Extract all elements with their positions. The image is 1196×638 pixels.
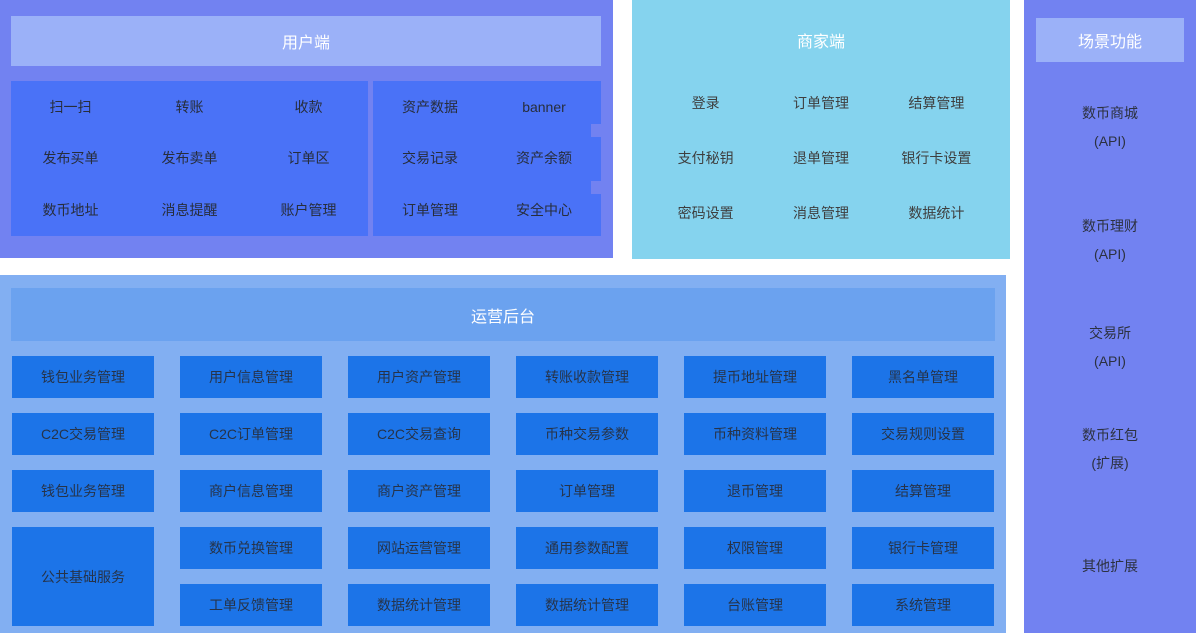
ops-button[interactable]: 商户资产管理 xyxy=(348,470,490,512)
ops-button[interactable]: 转账收款管理 xyxy=(516,356,658,398)
scenario-item-line2: (扩展) xyxy=(1091,455,1129,471)
ops-button[interactable]: 工单反馈管理 xyxy=(180,584,322,626)
ops-button[interactable]: C2C订单管理 xyxy=(180,413,322,455)
merchant-feature-item: 退单管理 xyxy=(792,149,849,166)
user-feature-item: 订单区 xyxy=(287,150,330,167)
ops-button[interactable]: 数币兑换管理 xyxy=(180,527,322,569)
panel-notch xyxy=(591,124,601,137)
ops-button[interactable]: 币种资料管理 xyxy=(684,413,826,455)
user-feature-item: banner xyxy=(522,98,566,115)
merchant-panel: 商家端 登录 订单管理 结算管理 支付秘钥 退单管理 银行卡设置 密码设置 消息… xyxy=(632,0,1010,259)
ops-button[interactable]: C2C交易管理 xyxy=(12,413,154,455)
user-feature-item: 资产余额 xyxy=(516,150,572,167)
ops-button[interactable]: 网站运营管理 xyxy=(348,527,490,569)
ops-button[interactable]: 订单管理 xyxy=(516,470,658,512)
ops-button[interactable]: 数据统计管理 xyxy=(516,584,658,626)
ops-button[interactable]: 退币管理 xyxy=(684,470,826,512)
user-feature-item: 转账 xyxy=(175,98,204,115)
merchant-feature-item: 登录 xyxy=(691,95,720,112)
ops-button[interactable]: 系统管理 xyxy=(852,584,994,626)
scenario-item: 数币红包 (扩展) xyxy=(1024,421,1196,477)
scenario-item-line1: 数币商城 xyxy=(1082,105,1138,121)
ops-button[interactable]: 交易规则设置 xyxy=(852,413,994,455)
scenario-item-line1: 交易所 xyxy=(1089,325,1131,341)
merchant-feature-item: 银行卡设置 xyxy=(901,149,972,166)
merchant-feature-grid: 登录 订单管理 结算管理 支付秘钥 退单管理 银行卡设置 密码设置 消息管理 数… xyxy=(648,76,994,240)
merchant-feature-item: 密码设置 xyxy=(677,204,734,221)
ops-button[interactable]: 通用参数配置 xyxy=(516,527,658,569)
merchant-feature-item: 消息管理 xyxy=(792,204,849,221)
scenario-item-line1: 数币理财 xyxy=(1082,218,1138,234)
ops-button[interactable]: 提币地址管理 xyxy=(684,356,826,398)
ops-button[interactable]: 钱包业务管理 xyxy=(12,356,154,398)
ops-panel-header: 运营后台 xyxy=(11,288,995,341)
user-feature-group-1: 扫一扫 转账 收款 发布买单 发布卖单 订单区 数币地址 消息提醒 账户管理 xyxy=(11,81,368,236)
ops-button[interactable]: 用户资产管理 xyxy=(348,356,490,398)
scenario-item-line1: 数币红包 xyxy=(1082,427,1138,443)
user-feature-item: 收款 xyxy=(294,98,323,115)
ops-button[interactable]: 台账管理 xyxy=(684,584,826,626)
ops-button[interactable]: 用户信息管理 xyxy=(180,356,322,398)
scenario-item: 交易所 (API) xyxy=(1024,319,1196,375)
scenario-panel-title: 场景功能 xyxy=(1077,34,1142,51)
scenario-item: 其他扩展 xyxy=(1024,552,1196,580)
scenario-item-line2: (API) xyxy=(1094,133,1126,149)
user-feature-item: 发布买单 xyxy=(42,150,99,167)
user-feature-item: 资产数据 xyxy=(402,98,458,115)
user-panel-header: 用户端 xyxy=(11,16,601,66)
ops-button-grid: 钱包业务管理 用户信息管理 用户资产管理 转账收款管理 提币地址管理 黑名单管理… xyxy=(12,356,994,626)
user-panel-title: 用户端 xyxy=(281,35,330,52)
ops-panel: 运营后台 钱包业务管理 用户信息管理 用户资产管理 转账收款管理 提币地址管理 … xyxy=(0,275,1006,633)
merchant-feature-item: 结算管理 xyxy=(908,95,965,112)
ops-button[interactable]: 黑名单管理 xyxy=(852,356,994,398)
ops-button[interactable]: 银行卡管理 xyxy=(852,527,994,569)
user-feature-item: 数币地址 xyxy=(42,202,99,219)
user-feature-item: 发布卖单 xyxy=(161,150,218,167)
user-feature-item: 订单管理 xyxy=(402,202,458,219)
ops-button-tall[interactable]: 公共基础服务 xyxy=(12,527,154,626)
scenario-item-line1: 其他扩展 xyxy=(1082,558,1138,574)
ops-button[interactable]: C2C交易查询 xyxy=(348,413,490,455)
user-feature-item: 交易记录 xyxy=(402,150,458,167)
ops-button[interactable]: 币种交易参数 xyxy=(516,413,658,455)
ops-button[interactable]: 权限管理 xyxy=(684,527,826,569)
scenario-item: 数币理财 (API) xyxy=(1024,212,1196,268)
user-feature-item: 消息提醒 xyxy=(161,202,218,219)
ops-button[interactable]: 钱包业务管理 xyxy=(12,470,154,512)
ops-button[interactable]: 商户信息管理 xyxy=(180,470,322,512)
scenario-panel-header: 场景功能 xyxy=(1036,18,1184,62)
user-panel: 用户端 扫一扫 转账 收款 发布买单 发布卖单 订单区 数币地址 消息提醒 账户… xyxy=(0,0,613,258)
panel-notch xyxy=(591,181,601,194)
ops-button[interactable]: 数据统计管理 xyxy=(348,584,490,626)
scenario-item-line2: (API) xyxy=(1094,246,1126,262)
ops-panel-title: 运营后台 xyxy=(470,308,535,326)
user-feature-group-2: 资产数据 banner 交易记录 资产余额 订单管理 安全中心 xyxy=(373,81,601,236)
scenario-item-line2: (API) xyxy=(1094,353,1126,369)
user-feature-item: 账户管理 xyxy=(280,202,337,219)
user-feature-item: 安全中心 xyxy=(516,202,572,219)
ops-button[interactable]: 结算管理 xyxy=(852,470,994,512)
user-feature-item: 扫一扫 xyxy=(49,98,92,115)
merchant-feature-item: 订单管理 xyxy=(792,95,849,112)
merchant-panel-title: 商家端 xyxy=(796,34,845,51)
scenario-item: 数币商城 (API) xyxy=(1024,99,1196,155)
scenario-panel: 场景功能 数币商城 (API) 数币理财 (API) 交易所 (API) 数币红… xyxy=(1024,0,1196,633)
merchant-feature-item: 数据统计 xyxy=(908,204,965,221)
merchant-feature-item: 支付秘钥 xyxy=(677,149,734,166)
